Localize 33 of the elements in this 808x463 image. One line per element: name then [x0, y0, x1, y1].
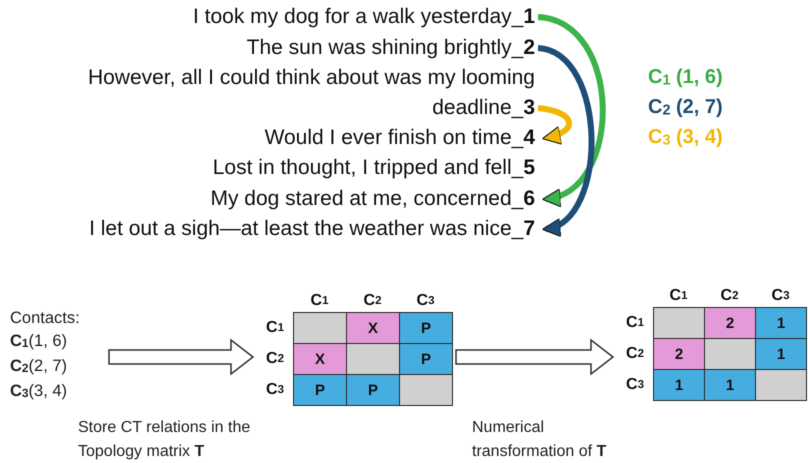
contact-label: C$_{3}$ (3, 4) [648, 126, 723, 149]
matrix-cell: X [346, 312, 400, 344]
matrix-cell: 1 [704, 369, 756, 401]
matrix-cell: P [293, 374, 347, 406]
matrix-cell: X [293, 343, 347, 375]
sentence: Would I ever finish on time_4 [35, 123, 535, 153]
contact-entry: C$_{3}$(3, 4) [10, 381, 68, 403]
sentence: I let out a sigh—at least the weather was nice_7 [35, 214, 535, 244]
contact-entry: C$_{2}$(2, 7) [10, 356, 68, 378]
sentence: The sun was shining brightly_2 [35, 33, 535, 63]
matrix-cell: 1 [653, 369, 705, 401]
list-heading: Contacts: [10, 308, 81, 329]
step-caption: Store CT relations in the Topology matrix T [78, 418, 252, 462]
curved-arrow [538, 105, 572, 144]
block-arrow [455, 338, 614, 376]
matrix-cell: P [399, 343, 453, 375]
curved-arrow [537, 45, 594, 234]
block-arrow [108, 338, 254, 376]
matrix-cell: 2 [704, 307, 756, 339]
matrix-cell: P [346, 374, 400, 406]
curved-arrow [537, 14, 606, 204]
sentence: My dog stared at me, concerned_6 [35, 184, 535, 214]
matrix-cell: 2 [653, 338, 705, 370]
contact-entry: C$_{1}$(1, 6) [10, 331, 68, 352]
sentence: I took my dog for a walk yesterday_1 [35, 2, 535, 32]
matrix-cell: 1 [755, 307, 807, 339]
step-caption: Numerical transformation of T [472, 418, 608, 462]
contact-label: C$_{2}$ (2, 7) [648, 96, 723, 119]
contact-label: C$_{1}$ (1, 6) [648, 66, 723, 89]
sentence: However, all I could think about was my looming deadline_3 [35, 63, 535, 123]
matrix-cell: P [399, 312, 453, 344]
matrix-cell: 1 [755, 338, 807, 370]
sentence: Lost in thought, I tripped and fell_5 [35, 153, 535, 183]
